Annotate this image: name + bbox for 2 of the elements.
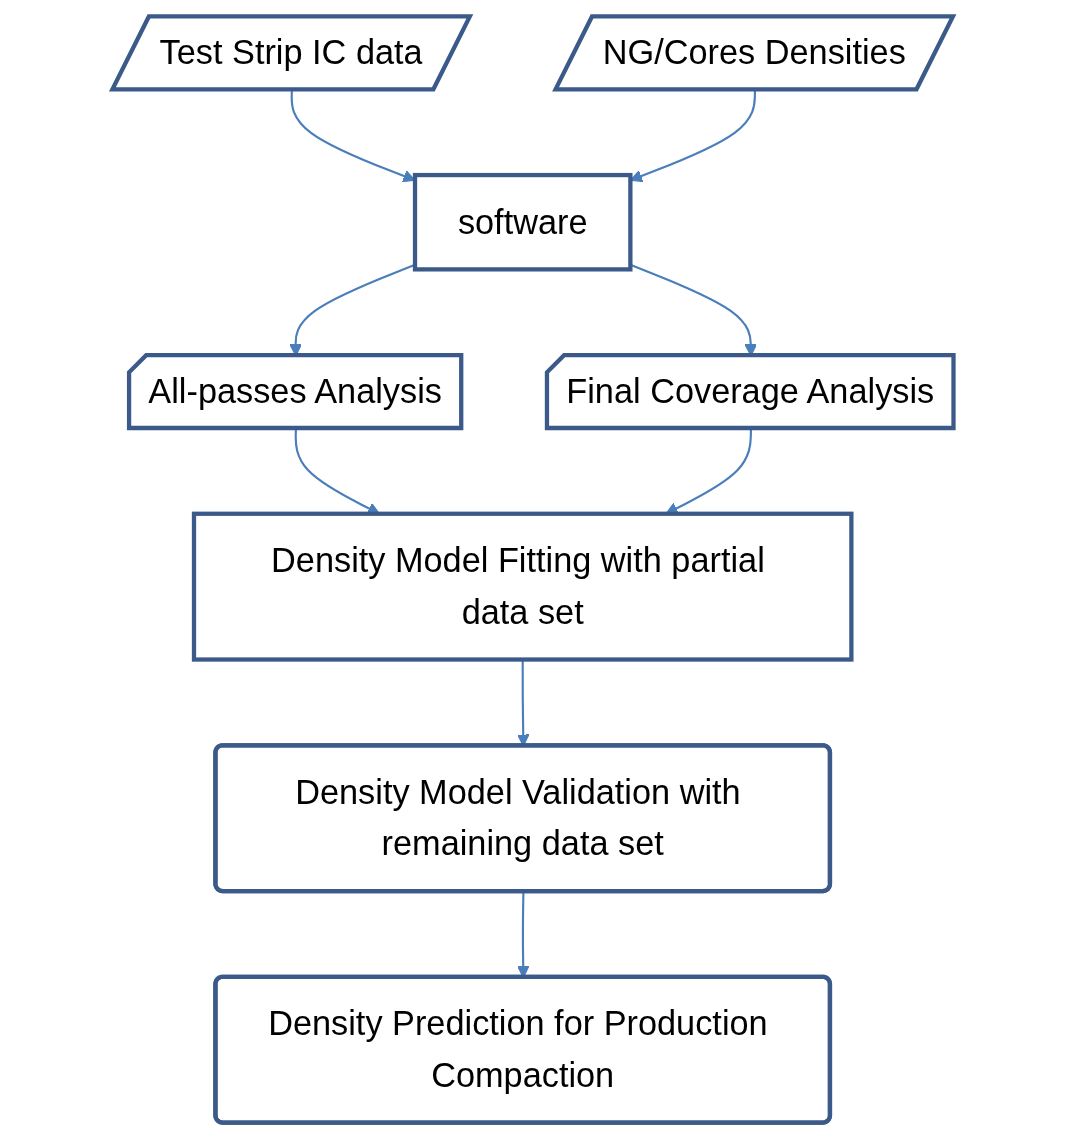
node-box: software (412, 172, 633, 272)
node-box: Density Model Fitting with partial data set (191, 511, 854, 662)
